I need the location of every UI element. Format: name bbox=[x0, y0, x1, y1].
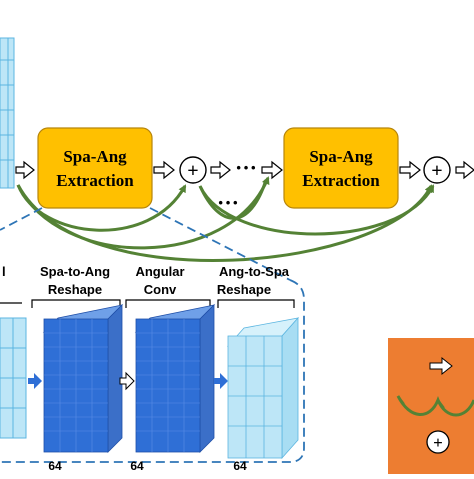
skip-curve-4 bbox=[198, 184, 435, 236]
angular-conv-tensor bbox=[134, 304, 216, 453]
legend-box: + bbox=[388, 338, 474, 474]
bracket-angular bbox=[125, 299, 211, 308]
zoom-guide-lines bbox=[0, 207, 305, 463]
block-2-subtitle: Extraction bbox=[302, 171, 380, 190]
add-node-2: + bbox=[423, 156, 451, 184]
spa-ang-extraction-block-1: Spa-Ang Extraction bbox=[37, 127, 153, 209]
flow-arrow-4 bbox=[261, 160, 283, 180]
channel-count-3: 64 bbox=[233, 459, 247, 473]
label-spa-to-ang-2: Reshape bbox=[48, 282, 102, 297]
detail-arrow-3 bbox=[214, 373, 228, 389]
ellipsis-top: ··· bbox=[235, 155, 257, 180]
add-symbol-1: + bbox=[187, 160, 198, 182]
block-1-subtitle: Extraction bbox=[56, 171, 134, 190]
flow-arrow-1 bbox=[15, 160, 35, 180]
flow-arrow-5 bbox=[399, 160, 421, 180]
detail-arrow-1 bbox=[28, 373, 42, 389]
flow-arrow-3 bbox=[210, 160, 231, 180]
add-symbol-2: + bbox=[431, 160, 442, 182]
label-ang-to-spa-2: Reshape bbox=[217, 282, 271, 297]
zoom-line-left bbox=[0, 207, 43, 231]
detail-dashed-border bbox=[0, 279, 305, 463]
legend-add-icon bbox=[426, 430, 450, 454]
label-spa-to-ang-1: Spa-to-Ang bbox=[40, 264, 110, 279]
spa-ang-extraction-block-2: Spa-Ang Extraction bbox=[283, 127, 399, 209]
zoom-line-right bbox=[149, 207, 291, 281]
detail-labels: l Spa-to-Ang Reshape Angular Conv Ang-to… bbox=[2, 264, 290, 297]
ellipsis-middle: ··· bbox=[217, 190, 239, 215]
main-flow-arrows bbox=[15, 160, 474, 180]
bracket-spa-to-ang bbox=[31, 299, 121, 308]
bracket-ang-to-spa bbox=[217, 299, 295, 308]
input-tensor-partial bbox=[0, 37, 15, 189]
legend-hollow-arrow-icon bbox=[429, 356, 453, 376]
detail-brackets bbox=[0, 299, 295, 308]
channel-count-2: 64 bbox=[130, 459, 144, 473]
block-2-title: Spa-Ang bbox=[309, 147, 373, 166]
label-ang-to-spa-1: Ang-to-Spa bbox=[219, 264, 290, 279]
legend-add-symbol: + bbox=[433, 433, 443, 452]
label-angular-2: Conv bbox=[144, 282, 177, 297]
label-left-partial: l bbox=[2, 264, 6, 279]
spa-to-ang-tensor bbox=[42, 304, 124, 453]
skip-connections bbox=[16, 176, 435, 263]
flow-arrow-6 bbox=[455, 160, 474, 180]
ang-to-spa-tensor bbox=[226, 316, 300, 460]
skip-curve-5 bbox=[198, 179, 268, 220]
label-angular-1: Angular bbox=[135, 264, 184, 279]
add-node-1: + bbox=[179, 156, 207, 184]
channel-count-1: 64 bbox=[48, 459, 62, 473]
detail-input-tensor bbox=[0, 317, 27, 439]
detail-arrow-2 bbox=[119, 371, 135, 391]
block-1-title: Spa-Ang bbox=[63, 147, 127, 166]
flow-arrow-2 bbox=[153, 160, 175, 180]
